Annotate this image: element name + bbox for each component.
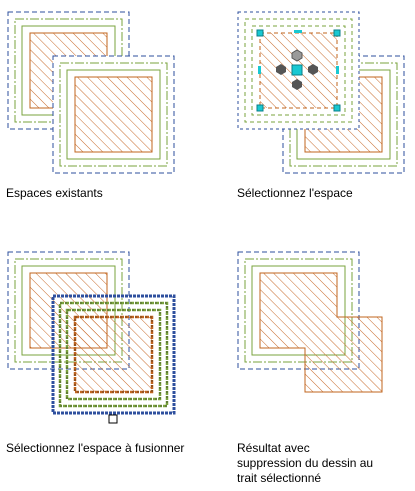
caption-existing-spaces: Espaces existants (6, 186, 103, 200)
boundary-solid (251, 265, 346, 356)
height-grip-bottom (292, 79, 302, 90)
height-grip-top (291, 49, 303, 62)
corner-grip-bottom-left (256, 104, 264, 112)
pick-cursor (108, 414, 118, 424)
caption-select-space: Sélectionnez l'espace (237, 186, 353, 200)
panel-existing-spaces (7, 11, 175, 174)
edge-grip-top (294, 30, 302, 33)
corner-grip-top-left (256, 29, 264, 37)
panel-result (237, 251, 383, 393)
outer-boundary (237, 251, 360, 370)
boundary-dashed (244, 258, 353, 363)
panel-select-space (237, 11, 405, 174)
caption-result: Résultat avec suppression du dessin au t… (237, 441, 374, 485)
width-grip-right (308, 64, 318, 75)
edge-grip-left (258, 66, 261, 74)
width-grip-left (276, 64, 286, 75)
grip-handles[interactable] (256, 29, 341, 112)
center-grip (291, 64, 303, 76)
space-b-selected[interactable] (51, 294, 176, 415)
corner-grip-bottom-right (333, 104, 341, 112)
edge-grip-right (336, 66, 339, 74)
space-b (52, 55, 175, 174)
corner-grip-top-right (333, 29, 341, 37)
merged-space (259, 272, 383, 393)
panel-merge-space (7, 251, 176, 424)
caption-select-merge-space: Sélectionnez l'espace à fusionner (6, 441, 185, 455)
